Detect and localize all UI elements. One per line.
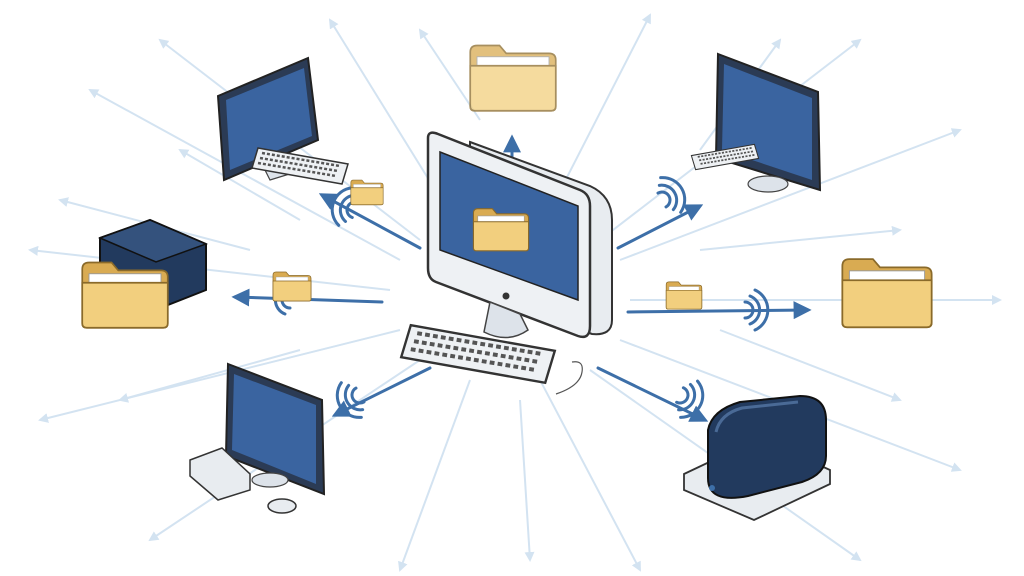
folder-icon xyxy=(81,261,169,329)
folder-icon xyxy=(841,258,933,329)
connection-bottom-left xyxy=(331,366,432,417)
folder-icon xyxy=(350,179,384,206)
folder-top xyxy=(469,44,557,112)
connection-bottom-right xyxy=(596,366,709,422)
router-icon xyxy=(707,394,827,499)
mouse-icon xyxy=(267,498,297,514)
keyboard-icon xyxy=(401,325,555,383)
background-arrows xyxy=(28,13,1002,572)
wifi-icon xyxy=(743,288,770,332)
folder-right xyxy=(841,258,933,329)
connection-arrows xyxy=(231,134,812,422)
connection-top-right xyxy=(616,204,704,250)
keyboard-icon xyxy=(250,146,350,186)
computer-bottom-left xyxy=(189,362,326,514)
connection-top-left xyxy=(318,193,422,250)
wifi-icon xyxy=(656,176,687,214)
computer-top-right xyxy=(690,52,822,193)
wifi-icon xyxy=(675,379,705,419)
connection-right xyxy=(626,301,812,320)
folder-icon xyxy=(272,271,312,302)
wifi-signals xyxy=(273,176,770,419)
folder-icon xyxy=(665,281,703,310)
wifi-icon xyxy=(335,381,366,419)
computer-top-left xyxy=(216,56,350,186)
folder-icon xyxy=(472,207,530,252)
server-folder-left xyxy=(81,218,209,329)
router-bottom-right xyxy=(683,394,831,521)
folder-icon xyxy=(469,44,557,112)
central-computer xyxy=(401,131,613,395)
